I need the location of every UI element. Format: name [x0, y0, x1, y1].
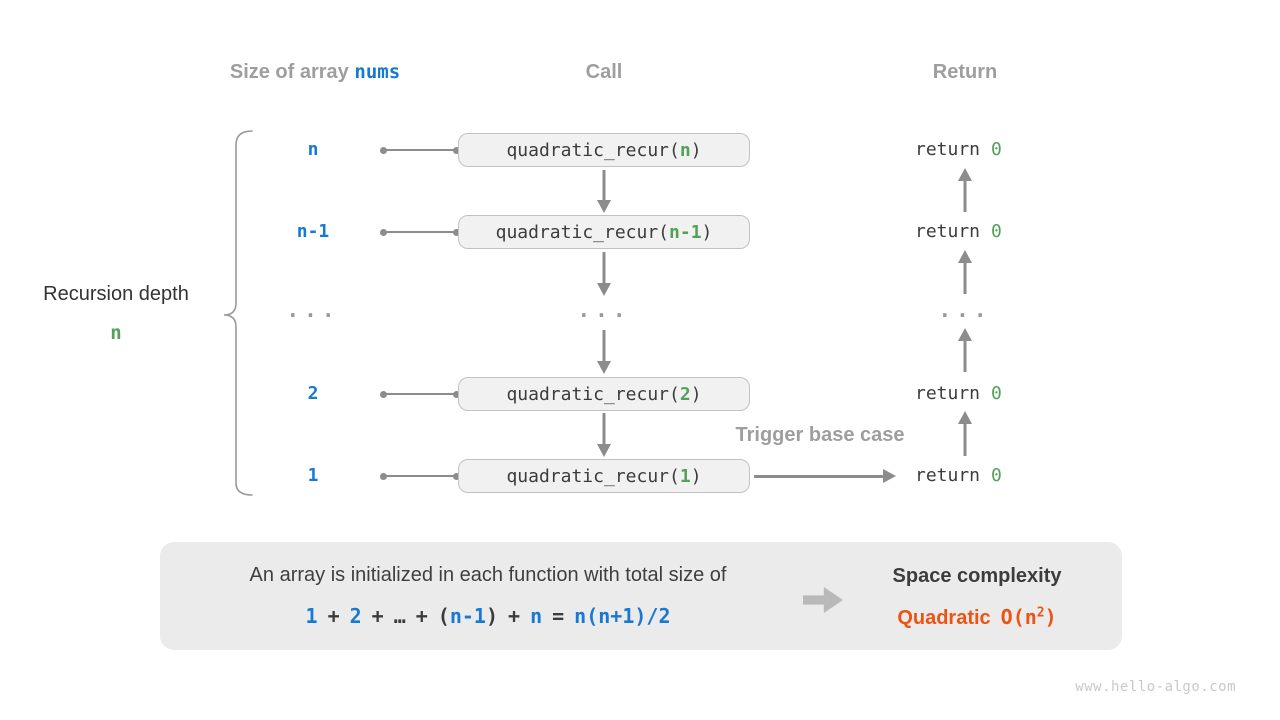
- return-keyword: return: [915, 221, 981, 242]
- space-complexity-value: Quadratic O(n2): [852, 605, 1102, 630]
- size-value: 1: [307, 465, 319, 486]
- nums-code-text: nums: [354, 61, 401, 83]
- call-close-text: ): [690, 465, 702, 487]
- column-header-return: Return: [932, 61, 998, 83]
- return-up-arrow: [958, 411, 973, 456]
- size-value: 2: [307, 383, 319, 404]
- size-header-text: Size of array: [229, 61, 355, 83]
- return-keyword: return: [915, 383, 981, 404]
- call-down-arrow: [597, 413, 612, 457]
- return-value: 0: [991, 383, 1002, 404]
- base-case-arrow: [754, 474, 884, 478]
- call-down-arrow: [597, 330, 612, 374]
- formula-operator: +: [327, 604, 340, 628]
- connector-line: [380, 228, 460, 236]
- formula-term: 1: [305, 604, 318, 628]
- depth-brace: [223, 130, 253, 496]
- big-o-open: O(n: [1000, 605, 1037, 629]
- call-arg: n-1: [669, 221, 702, 243]
- return-value: 0: [991, 221, 1002, 242]
- call-fn-text: quadratic_recur(: [506, 383, 680, 405]
- formula-paren: (: [437, 604, 450, 628]
- connector-line: [380, 390, 460, 398]
- size-value: n-1: [296, 221, 330, 242]
- return-statement: return 0: [915, 381, 1002, 407]
- connector-line: [380, 472, 460, 480]
- big-o-close: ): [1044, 605, 1057, 629]
- formula-operator: +: [371, 604, 384, 628]
- call-arg: n: [679, 139, 691, 161]
- return-up-arrow: [958, 328, 973, 372]
- call-down-arrow: [597, 170, 612, 213]
- watermark: www.hello-algo.com: [1075, 679, 1236, 695]
- call-box: quadratic_recur(n-1): [458, 215, 750, 249]
- formula-equals: =: [552, 604, 565, 628]
- return-value: 0: [991, 465, 1002, 486]
- return-statement: return 0: [915, 219, 1002, 245]
- call-box: quadratic_recur(2): [458, 377, 750, 411]
- trigger-base-case-label: Trigger base case: [735, 424, 905, 446]
- call-close-text: ): [690, 383, 702, 405]
- call-close-text: ): [701, 221, 713, 243]
- complexity-name: Quadratic: [897, 607, 991, 629]
- return-keyword: return: [915, 465, 981, 486]
- return-up-arrow: [958, 168, 973, 212]
- return-keyword: return: [915, 139, 981, 160]
- formula-ellipsis: …: [393, 604, 406, 628]
- return-value: 0: [991, 139, 1002, 160]
- return-statement: return 0: [915, 137, 1002, 163]
- recursion-depth-label: Recursion depth: [43, 283, 189, 305]
- size-ellipsis: ...: [286, 298, 340, 322]
- column-header-call: Call: [585, 61, 623, 83]
- call-fn-text: quadratic_recur(: [506, 465, 680, 487]
- formula-operator: +: [508, 604, 521, 628]
- call-box: quadratic_recur(n): [458, 133, 750, 167]
- call-arg: 1: [679, 465, 691, 487]
- formula-paren: ): [485, 604, 499, 628]
- call-close-text: ): [690, 139, 702, 161]
- call-box: quadratic_recur(1): [458, 459, 750, 493]
- summary-text: An array is initialized in each function…: [249, 564, 727, 586]
- return-ellipsis: ...: [938, 298, 992, 322]
- return-up-arrow: [958, 250, 973, 294]
- recursion-depth-value: n: [110, 322, 122, 344]
- return-statement: return 0: [915, 463, 1002, 489]
- call-ellipsis: ...: [577, 298, 631, 322]
- call-fn-text: quadratic_recur(: [495, 221, 670, 243]
- formula-operator: +: [415, 604, 428, 628]
- call-down-arrow: [597, 252, 612, 296]
- big-o-notation: O(n2): [1001, 605, 1057, 629]
- space-complexity-title: Space complexity: [892, 565, 1062, 587]
- connector-line: [380, 146, 460, 154]
- column-header-size: Size of array nums: [165, 61, 465, 84]
- formula-term: 2: [349, 604, 362, 628]
- formula-term: n: [530, 604, 543, 628]
- summary-panel: [160, 542, 1122, 650]
- formula-term: n-1: [449, 604, 486, 628]
- call-arg: 2: [679, 383, 691, 405]
- summary-formula: 1 +2 + … + (n-1) + n = n(n+1)/2: [168, 604, 808, 628]
- call-fn-text: quadratic_recur(: [506, 139, 680, 161]
- size-value: n: [307, 139, 319, 160]
- big-o-exponent: 2: [1036, 605, 1045, 621]
- formula-result: n(n+1)/2: [574, 604, 671, 628]
